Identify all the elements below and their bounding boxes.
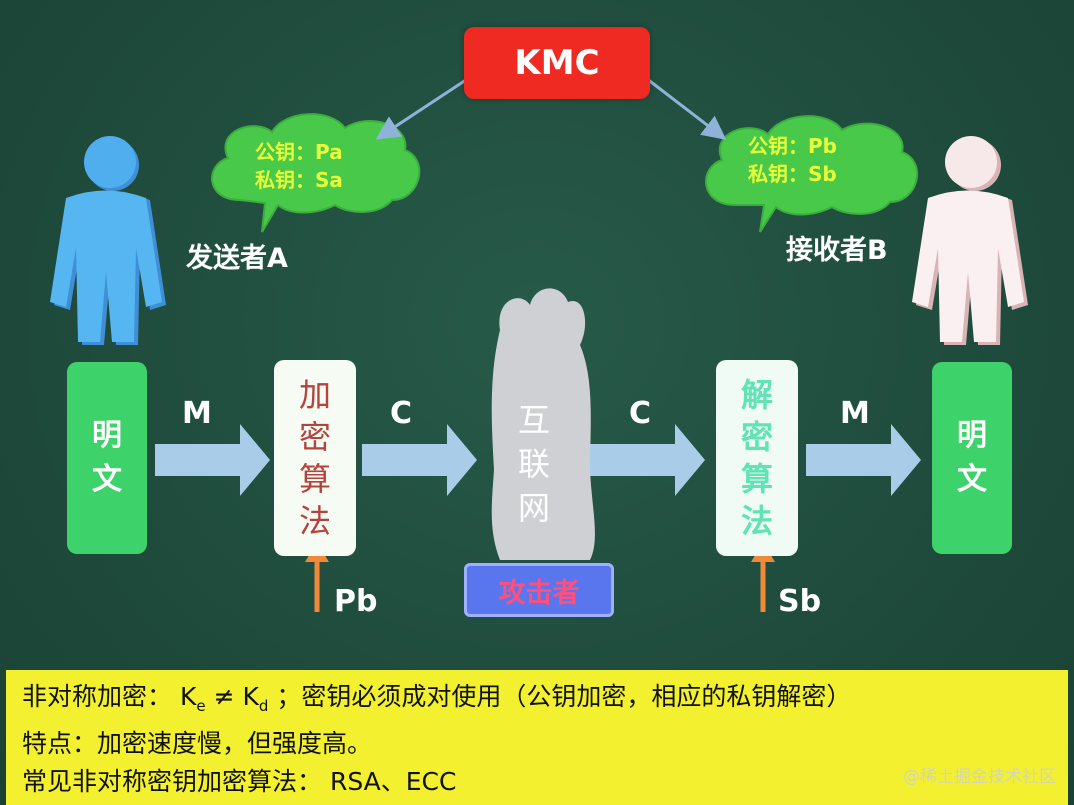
sender-keys: 公钥：Pa 私钥：Sa — [255, 138, 343, 194]
receiver-private-key: 私钥：Sb — [748, 162, 837, 186]
attacker-label: 攻击者 — [498, 577, 580, 609]
kmc-to-sender-line — [375, 70, 479, 140]
plaintext-left-char-2: 文 — [92, 462, 122, 497]
plaintext-right-char-2: 文 — [957, 462, 987, 497]
kmc-to-receiver-line — [637, 70, 727, 140]
encrypt-char-1: 加 — [298, 376, 331, 414]
decrypt-char-4: 法 — [740, 502, 773, 540]
sender-public-key: 公钥：Pa — [255, 140, 343, 164]
arrow-m-2-label: M — [840, 396, 870, 431]
arrow-c-1-label: C — [390, 396, 413, 431]
internet-char-2: 联 — [517, 445, 550, 483]
attacker-box: 攻击者 — [464, 563, 614, 617]
notes-line-1: 非对称加密： Ke ≠ Kd ；密钥必须成对使用（公钥加密，相应的私钥解密） — [22, 678, 1052, 725]
notes-line-2: 特点：加密速度慢，但强度高。 — [22, 729, 373, 758]
encrypt-algorithm-box: 加 密 算 法 — [274, 360, 356, 556]
sender-label: 发送者A — [186, 243, 288, 274]
not-equal-symbol: ≠ — [213, 682, 243, 711]
encrypt-char-4: 法 — [298, 502, 331, 540]
key-e-subscript: e — [196, 697, 206, 715]
plaintext-right-box: 明 文 — [932, 362, 1012, 554]
internet-label: 互 联 网 — [504, 398, 564, 530]
decrypt-char-2: 密 — [740, 418, 773, 456]
plaintext-left-char-1: 明 — [92, 418, 122, 453]
sender-private-key: 私钥：Sa — [255, 168, 343, 192]
internet-char-3: 网 — [517, 489, 550, 527]
internet-char-1: 互 — [517, 401, 550, 439]
arrow-c-2 — [590, 424, 705, 496]
watermark: @稀土掘金技术社区 — [903, 767, 1056, 787]
enc-key-label: Pb — [334, 584, 378, 619]
arrow-c-2-label: C — [629, 396, 652, 431]
arrow-c-1 — [362, 424, 477, 496]
kmc-label: KMC — [514, 43, 600, 83]
encrypt-char-3: 算 — [298, 460, 331, 498]
dec-key-label: Sb — [778, 584, 822, 619]
arrow-m-1 — [155, 424, 270, 496]
decrypt-char-1: 解 — [740, 376, 773, 414]
internet-cloud — [491, 288, 595, 560]
notes-line-3: 常见非对称密钥加密算法： RSA、ECC — [22, 767, 457, 796]
notes-line-1-suffix: ；密钥必须成对使用（公钥加密，相应的私钥解密） — [276, 682, 852, 711]
arrow-m-2 — [806, 424, 921, 496]
receiver-figure-icon — [912, 136, 1028, 345]
arrow-m-1-label: M — [182, 396, 212, 431]
key-d-symbol: K — [242, 682, 259, 711]
decrypt-algorithm-box: 解 密 算 法 — [716, 360, 798, 556]
notes-line-1-prefix: 非对称加密： — [22, 682, 173, 711]
sender-figure-icon — [50, 136, 166, 345]
key-d-subscript: d — [258, 697, 269, 715]
receiver-keys: 公钥：Pb 私钥：Sb — [748, 132, 837, 188]
kmc-box: KMC — [464, 27, 650, 99]
plaintext-right-char-1: 明 — [957, 418, 987, 453]
receiver-label: 接收者B — [786, 235, 888, 266]
key-e-symbol: K — [179, 682, 197, 711]
plaintext-left-box: 明 文 — [67, 362, 147, 554]
receiver-public-key: 公钥：Pb — [748, 134, 837, 158]
encrypt-char-2: 密 — [298, 418, 331, 456]
decrypt-char-3: 算 — [740, 460, 773, 498]
notes-panel: 非对称加密： Ke ≠ Kd ；密钥必须成对使用（公钥加密，相应的私钥解密） 特… — [6, 670, 1068, 805]
receiver-key-cloud — [705, 115, 919, 233]
